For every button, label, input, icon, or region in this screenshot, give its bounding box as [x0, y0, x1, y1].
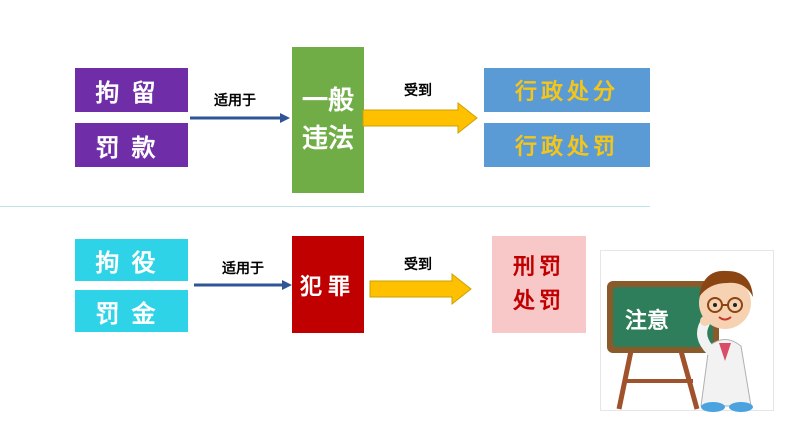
bottom-receives-arrow [369, 272, 472, 306]
bottom-applies-label: 适用于 [222, 261, 264, 277]
crime-label: 犯罪 [299, 274, 356, 300]
box-general-violation: 一般 违法 [292, 47, 364, 193]
top-receives-arrow [362, 101, 478, 135]
top-applies-arrow [190, 113, 290, 123]
box-detention-label: 拘留 [95, 78, 168, 107]
teacher-board-illustration [607, 270, 753, 412]
criminal-punishment-line1: 刑罚 [512, 254, 565, 280]
criminal-detention-label: 拘役 [95, 248, 168, 277]
box-admin-sanction: 行政处分 [484, 68, 650, 112]
top-applies-label: 适用于 [214, 93, 256, 109]
section-divider [0, 206, 650, 207]
box-crime: 犯罪 [292, 236, 364, 333]
admin-penalty-label: 行政处罚 [514, 135, 619, 160]
box-detention: 拘留 [75, 68, 188, 112]
box-criminal-punishment: 刑罚 处罚 [492, 236, 586, 333]
box-fine-label: 罚款 [95, 133, 168, 162]
box-criminal-fine: 罚金 [75, 290, 188, 332]
criminal-fine-label: 罚金 [95, 299, 168, 328]
top-receives-label: 受到 [404, 83, 432, 99]
bottom-receives-label: 受到 [404, 257, 432, 273]
criminal-punishment-line2: 处罚 [512, 288, 565, 314]
general-violation-line1: 一般 [301, 86, 354, 116]
box-criminal-detention: 拘役 [75, 239, 188, 281]
box-admin-penalty: 行政处罚 [484, 123, 650, 167]
note-illustration: 注意 [600, 250, 774, 412]
box-fine: 罚款 [75, 123, 188, 167]
bottom-applies-arrow [194, 280, 292, 290]
admin-sanction-label: 行政处分 [514, 80, 619, 105]
general-violation-line2: 违法 [301, 124, 354, 154]
note-board-text: 注意 [625, 309, 670, 334]
